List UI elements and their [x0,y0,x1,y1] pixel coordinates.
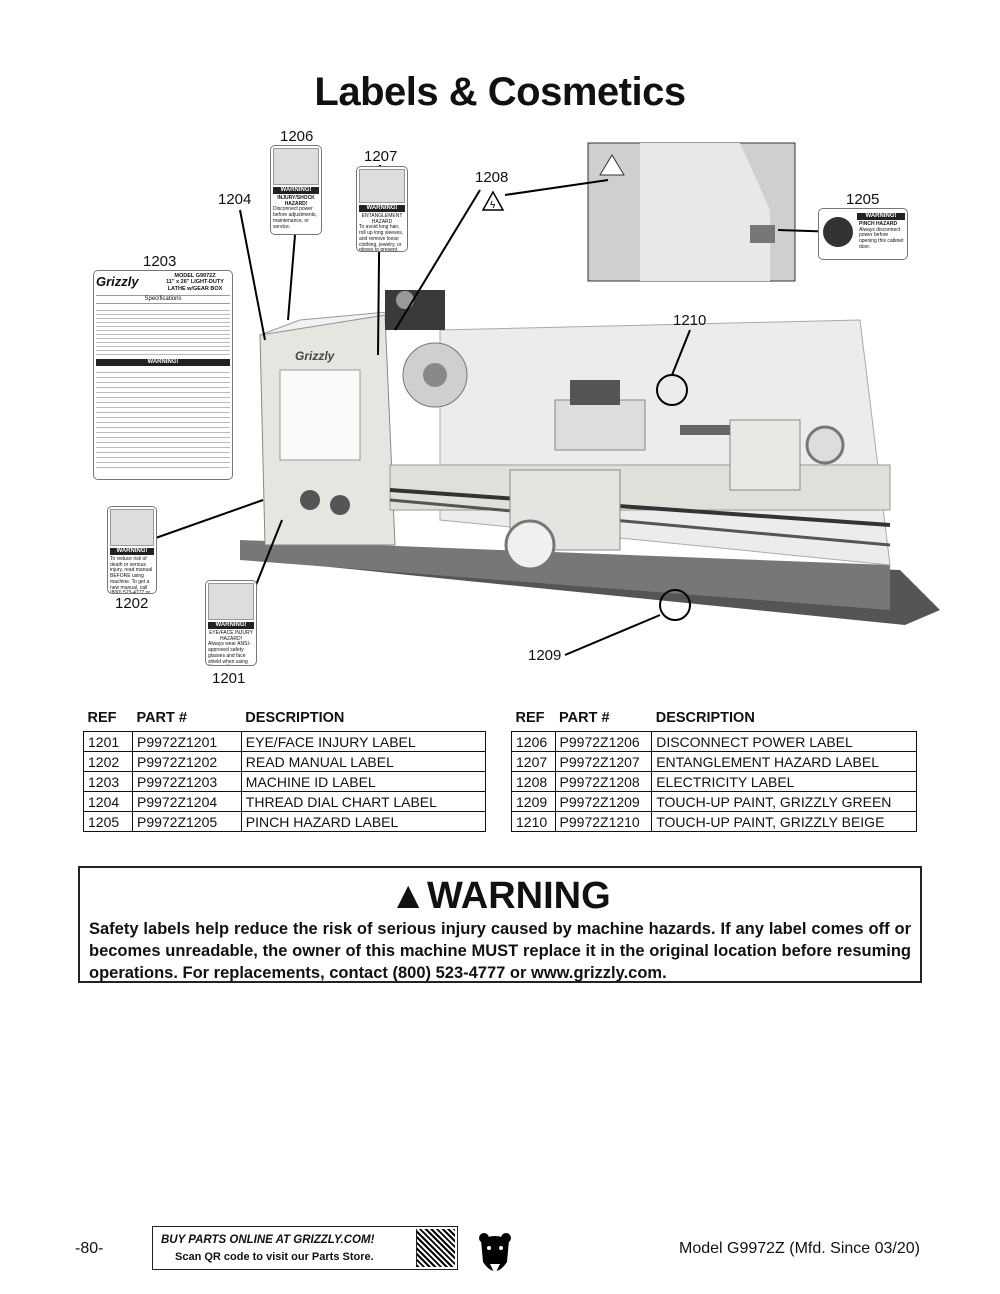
warning-heading: WARNING [426,875,611,917]
grizzly-logo: Grizzly [96,274,139,289]
callout-1210: 1210 [673,312,707,329]
table-cell: EYE/FACE INJURY LABEL [240,731,487,752]
table-cell: P9972Z1203 [131,771,242,792]
callout-1208: 1208 [475,169,509,186]
table-cell: 1202 [83,751,133,772]
callout-1209: 1209 [528,647,562,664]
parts-store-box[interactable]: BUY PARTS ONLINE AT GRIZZLY.COM! Scan QR… [152,1226,458,1270]
callout-1201: 1201 [212,670,246,687]
table-cell: ENTANGLEMENT HAZARD LABEL [651,751,917,772]
table-cell: P9972Z1205 [131,811,242,832]
bear-logo-icon [479,1233,511,1274]
table-cell: 1201 [83,731,133,752]
callout-1202: 1202 [115,595,149,612]
pinch-hazard-label: WARNING! PINCH HAZARD Always disconnect … [818,208,908,260]
page-number: -80- [75,1240,104,1257]
electricity-label-icon [481,190,505,211]
parts-store-heading: BUY PARTS ONLINE AT GRIZZLY.COM! [161,1234,375,1246]
table-cell: THREAD DIAL CHART LABEL [240,791,487,812]
table-cell: 1206 [511,731,556,752]
label-warning-banner: WARNING! [96,358,230,366]
table-cell: 1208 [511,771,556,792]
table-cell: P9972Z1206 [554,731,653,752]
lathe-illustration: Grizzly ϟ [149,142,940,656]
col-description: DESCRIPTION [655,710,755,726]
col-ref: REF [87,710,117,726]
col-part: PART # [559,710,610,726]
table-cell: P9972Z1202 [131,751,242,772]
table-cell: 1209 [511,791,556,812]
col-ref: REF [515,710,545,726]
svg-text:Grizzly: Grizzly [295,349,336,363]
parts-store-subtext: Scan QR code to visit our Parts Store. [175,1251,374,1263]
callout-1205: 1205 [846,191,880,208]
warning-body: Safety labels help reduce the risk of se… [89,920,911,982]
lathe-photo: Grizzly [240,290,940,625]
read-manual-label: WARNING! To reduce risk of death or seri… [107,506,157,594]
callout-lines [149,164,841,656]
table-cell: PINCH HAZARD LABEL [240,811,487,832]
eye-face-injury-label: WARNING! EYE/FACE INJURY HAZARD! Always … [205,580,257,666]
page-title: Labels & Cosmetics [314,70,686,114]
table-cell: 1204 [83,791,133,812]
inset-photo [587,142,796,282]
table-cell: 1210 [511,811,556,832]
specs-heading: Specifications [96,294,230,304]
col-part: PART # [136,710,187,726]
callout-1203: 1203 [143,253,177,270]
table-cell: P9972Z1209 [554,791,653,812]
table-cell: 1207 [511,751,556,772]
lightning-glyph: ϟ [490,200,496,211]
table-cell: P9972Z1207 [554,751,653,772]
table-cell: P9972Z1201 [131,731,242,752]
col-description: DESCRIPTION [245,710,345,726]
safety-warning-box: ▲WARNING Safety labels help reduce the r… [78,866,922,983]
callout-1204: 1204 [218,191,252,208]
table-cell: MACHINE ID LABEL [240,771,487,792]
table-cell: P9972Z1208 [554,771,653,792]
entanglement-hazard-label: WARNING! ENTANGLEMENT HAZARD To avoid lo… [356,166,408,252]
table-cell: 1205 [83,811,133,832]
table-cell: ELECTRICITY LABEL [651,771,917,792]
table-cell: P9972Z1210 [554,811,653,832]
qr-code-icon[interactable] [416,1229,455,1267]
table-cell: P9972Z1204 [131,791,242,812]
callout-1206: 1206 [280,128,314,145]
table-cell: 1203 [83,771,133,792]
warning-triangle-icon: ▲ [389,875,427,917]
callout-1207: 1207 [364,148,398,165]
table-cell: TOUCH-UP PAINT, GRIZZLY BEIGE [651,811,917,832]
disconnect-power-label: WARNING! INJURY/SHOCK HAZARD! Disconnect… [270,145,322,235]
table-cell: DISCONNECT POWER LABEL [651,731,917,752]
table-cell: TOUCH-UP PAINT, GRIZZLY GREEN [651,791,917,812]
model-info: Model G9972Z (Mfd. Since 03/20) [678,1240,920,1257]
table-cell: READ MANUAL LABEL [240,751,487,772]
